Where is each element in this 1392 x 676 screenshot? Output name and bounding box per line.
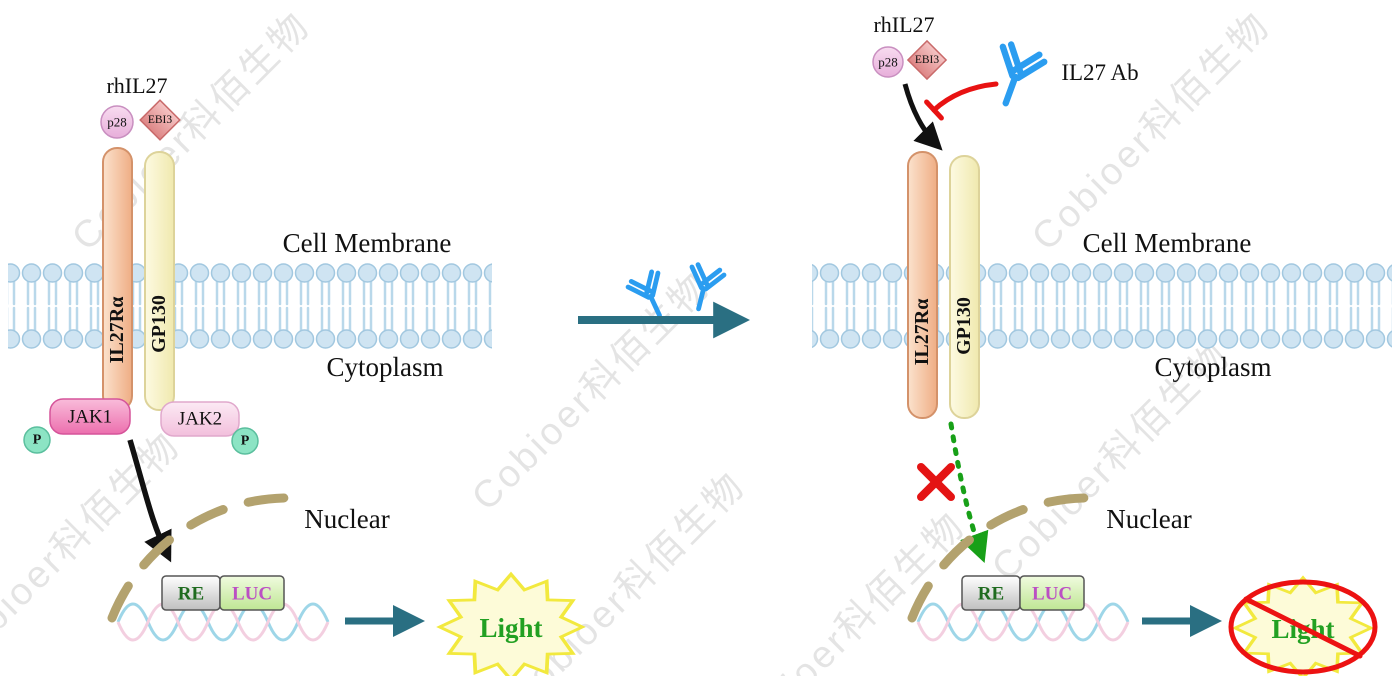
p28-subunit	[100, 105, 134, 139]
p28-label: p28	[878, 55, 898, 70]
cytoplasm-label: Cytoplasm	[326, 352, 443, 382]
re-label: RE	[978, 584, 1004, 605]
nuclear-label: Nuclear	[304, 504, 389, 534]
dna-strand-1	[916, 602, 1130, 642]
luc-label: LUC	[232, 584, 272, 605]
antibody-label: IL27 Ab	[1061, 60, 1138, 85]
watermark-text: Cobioer科佰生物	[719, 504, 974, 676]
receptor-gp130	[949, 155, 980, 419]
phospho-circle-left	[23, 426, 51, 454]
receptor-il27ra-label: IL27Rα	[106, 297, 128, 364]
right-panel: Cell Membrane Cytoplasm IL27Rα GP130 rhI…	[812, 12, 1392, 676]
cell-membrane-right	[812, 262, 1392, 350]
il27-antibody-icon	[985, 42, 1046, 111]
ligand-title: rhIL27	[106, 73, 167, 98]
ebi3-subunit	[139, 99, 181, 141]
dna-strand-1	[116, 602, 330, 642]
inhibition-line	[931, 81, 999, 113]
luc-label: LUC	[1032, 584, 1072, 605]
blocked-signal-arrow	[948, 421, 989, 564]
ebi3-subunit	[906, 39, 948, 81]
jak2-box	[160, 401, 240, 437]
center-transition	[578, 263, 751, 339]
cell-membrane-label: Cell Membrane	[1083, 228, 1252, 258]
luc-box	[219, 575, 285, 611]
phospho-label-right: P	[241, 434, 250, 449]
receptor-gp130-label: GP130	[953, 297, 975, 355]
watermark-text: Cobioer科佰生物	[1024, 4, 1279, 259]
cell-membrane-left	[8, 262, 492, 350]
phospho-label-left: P	[33, 433, 42, 448]
ligand-title: rhIL27	[873, 12, 934, 37]
receptor-il27ra	[907, 151, 938, 419]
watermark-text: Cobioer科佰生物	[464, 264, 719, 519]
light-label: Light	[479, 613, 542, 643]
ebi3-label: EBI3	[148, 114, 173, 126]
nuclear-label: Nuclear	[1106, 504, 1191, 534]
left-panel: Cell Membrane Cytoplasm IL27Rα GP130 rhI…	[8, 73, 585, 676]
no-light-prohibition-icon	[1228, 579, 1378, 675]
luc-box	[1019, 575, 1085, 611]
p28-label: p28	[107, 115, 127, 130]
ligand-binding-arrow	[902, 83, 943, 151]
jak1-label: JAK1	[68, 407, 112, 428]
inhibition-tbar	[924, 99, 944, 121]
phospho-circle-right	[231, 427, 259, 455]
receptor-gp130	[144, 151, 175, 411]
p28-subunit	[872, 46, 904, 78]
blocked-x-icon	[917, 463, 955, 501]
jak2-label: JAK2	[178, 409, 222, 430]
cell-membrane-label: Cell Membrane	[283, 228, 452, 258]
nuclear-envelope	[107, 493, 300, 623]
ebi3-label: EBI3	[915, 54, 940, 66]
re-label: RE	[178, 584, 204, 605]
receptor-gp130-label: GP130	[148, 295, 170, 353]
nuclear-envelope	[907, 493, 1100, 623]
receptor-il27ra-label: IL27Rα	[911, 299, 933, 366]
jak1-box	[49, 398, 131, 435]
receptor-il27ra	[102, 147, 133, 411]
cytoplasm-label: Cytoplasm	[1154, 352, 1271, 382]
